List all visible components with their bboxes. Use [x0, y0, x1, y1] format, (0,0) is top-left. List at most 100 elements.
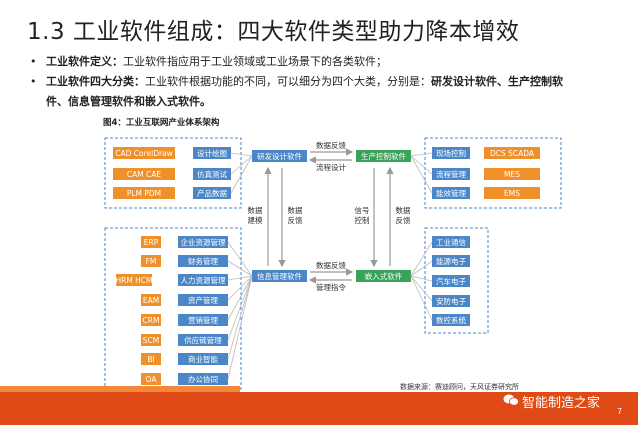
tool-top-right-label: MES: [504, 170, 520, 179]
tool-bottom-left-box: [141, 334, 161, 346]
node-production-control-box: [356, 150, 411, 162]
func-bottom-left-label: 供应链管理: [184, 335, 222, 345]
bullet-dot: •: [30, 75, 37, 88]
bullet-dot: •: [30, 55, 37, 68]
func-top-right-label: 流程管理: [436, 169, 466, 179]
connector-line: [227, 275, 253, 341]
func-bottom-left-label: 商业智能: [188, 354, 218, 364]
connector-line: [410, 275, 433, 321]
func-bottom-left-box: [178, 334, 228, 346]
tool-top-left-box: [113, 187, 175, 199]
func-bottom-right-box: [432, 236, 470, 248]
arrow-label-right-b: 反馈: [396, 215, 411, 225]
func-top-left-label: 仿真测试: [197, 169, 227, 179]
arrow-label-top-lower: 流程设计: [316, 162, 346, 172]
connector-line: [230, 155, 253, 194]
func-bottom-left-box: [178, 353, 228, 365]
func-bottom-right-box: [432, 255, 470, 267]
func-bottom-right-label: 工业通信: [436, 237, 466, 247]
arrow-label-bottom-upper: 数据反馈: [316, 260, 346, 270]
footer-accent: [0, 386, 240, 392]
connector-line: [410, 275, 433, 302]
connector-line: [410, 152, 433, 157]
func-bottom-right-label: 汽车电子: [436, 276, 466, 286]
arrow-label-left-a: 数据: [248, 205, 263, 215]
bullet-item: • 工业软件定义：工业软件指应用于工业领域或工业场景下的各类软件；: [30, 52, 630, 72]
top-left-group: [104, 137, 242, 209]
connector-line: [410, 241, 433, 277]
func-top-left-box: [193, 168, 231, 180]
arrow-label-left-a: 建模: [248, 215, 263, 225]
node-embedded-software-box: [356, 270, 411, 282]
bullet-bold-tail: 研发设计软件、生产控制软: [431, 75, 563, 88]
arrow-label-top-upper: 数据反馈: [316, 140, 346, 150]
tool-bottom-left-box: [141, 236, 161, 248]
connector-line: [227, 241, 253, 277]
node-info-management-label: 信息管理软件: [257, 271, 302, 281]
footer-bar: [0, 392, 638, 425]
tool-bottom-left-label: EAM: [143, 296, 159, 305]
bullet-text: 工业软件根据功能的不同，可以细分为四个大类，分别是：: [145, 75, 431, 88]
connector-line: [227, 260, 253, 277]
bullet-item: • 工业软件四大分类：工业软件根据功能的不同，可以细分为四个大类，分别是：研发设…: [30, 72, 630, 92]
func-top-right-label: 能效管理: [436, 188, 466, 198]
connector-line: [410, 260, 433, 277]
func-bottom-left-label: 人力资源管理: [181, 275, 226, 285]
func-bottom-right-label: 安防电子: [436, 296, 466, 306]
connector-line: [230, 152, 253, 157]
node-production-control-label: 生产控制软件: [361, 151, 406, 161]
tool-bottom-left-label: SCM: [143, 336, 159, 345]
tool-top-right-label: DCS SCADA: [490, 149, 535, 158]
connector-line: [227, 275, 253, 360]
func-bottom-left-label: 财务管理: [188, 256, 218, 266]
tool-bottom-left-box: [141, 314, 161, 326]
figure-caption: 图4：工业互联网产业体系架构: [103, 118, 220, 128]
tool-bottom-left-box: [141, 294, 161, 306]
func-top-left-label: 产品数据: [197, 188, 227, 198]
tool-bottom-left-box: [141, 373, 161, 385]
func-top-left-box: [193, 147, 231, 159]
tool-bottom-left-box: [116, 274, 152, 286]
func-bottom-left-box: [178, 236, 228, 248]
watermark: 智能制造之家: [522, 396, 601, 411]
connector-line: [227, 275, 253, 380]
func-bottom-left-box: [178, 314, 228, 326]
tool-top-left-box: [113, 168, 175, 180]
tool-bottom-left-label: HRM HCM: [115, 276, 152, 285]
source-note: 数据来源：赛迪顾问，天风证券研究所: [400, 383, 519, 391]
node-info-management-box: [252, 270, 307, 282]
tool-bottom-left-label: ERP: [144, 238, 159, 247]
tool-bottom-left-box: [141, 353, 161, 365]
connector-line: [410, 155, 433, 175]
tool-bottom-left-box: [141, 255, 161, 267]
tool-top-right-label: EMS: [504, 189, 520, 198]
func-bottom-left-label: 营销管理: [188, 315, 218, 325]
node-rd-software-label: 研发设计软件: [257, 151, 302, 161]
func-top-left-label: 设计绘图: [197, 148, 227, 158]
func-top-right-box: [432, 147, 470, 159]
func-top-right-label: 现场控制: [436, 148, 466, 158]
func-top-right-box: [432, 187, 470, 199]
func-bottom-right-box: [432, 295, 470, 307]
tool-top-right-box: [484, 168, 540, 180]
page-number: 7: [617, 407, 623, 416]
top-right-group: [424, 137, 562, 209]
node-rd-software-box: [252, 150, 307, 162]
arrow-label-right-a: 控制: [355, 215, 370, 225]
func-bottom-right-label: 数控系统: [436, 315, 466, 325]
func-bottom-left-label: 企业资源管理: [181, 237, 226, 247]
arrow-label-left-b: 反馈: [288, 215, 303, 225]
connector-line: [227, 275, 253, 281]
tool-top-left-label: CAD CorelDraw: [115, 149, 173, 158]
tool-top-right-box: [484, 147, 540, 159]
connector-line: [230, 155, 253, 175]
arrow-label-left-b: 数据: [288, 205, 303, 215]
arrow-label-right-b: 数据: [396, 205, 411, 215]
bullet-text: 工业软件指应用于工业领域或工业场景下的各类软件；: [123, 55, 387, 68]
func-bottom-left-label: 资产管理: [188, 295, 218, 305]
func-top-right-box: [432, 168, 470, 180]
func-bottom-right-box: [432, 275, 470, 287]
func-top-left-box: [193, 187, 231, 199]
func-bottom-left-box: [178, 255, 228, 267]
